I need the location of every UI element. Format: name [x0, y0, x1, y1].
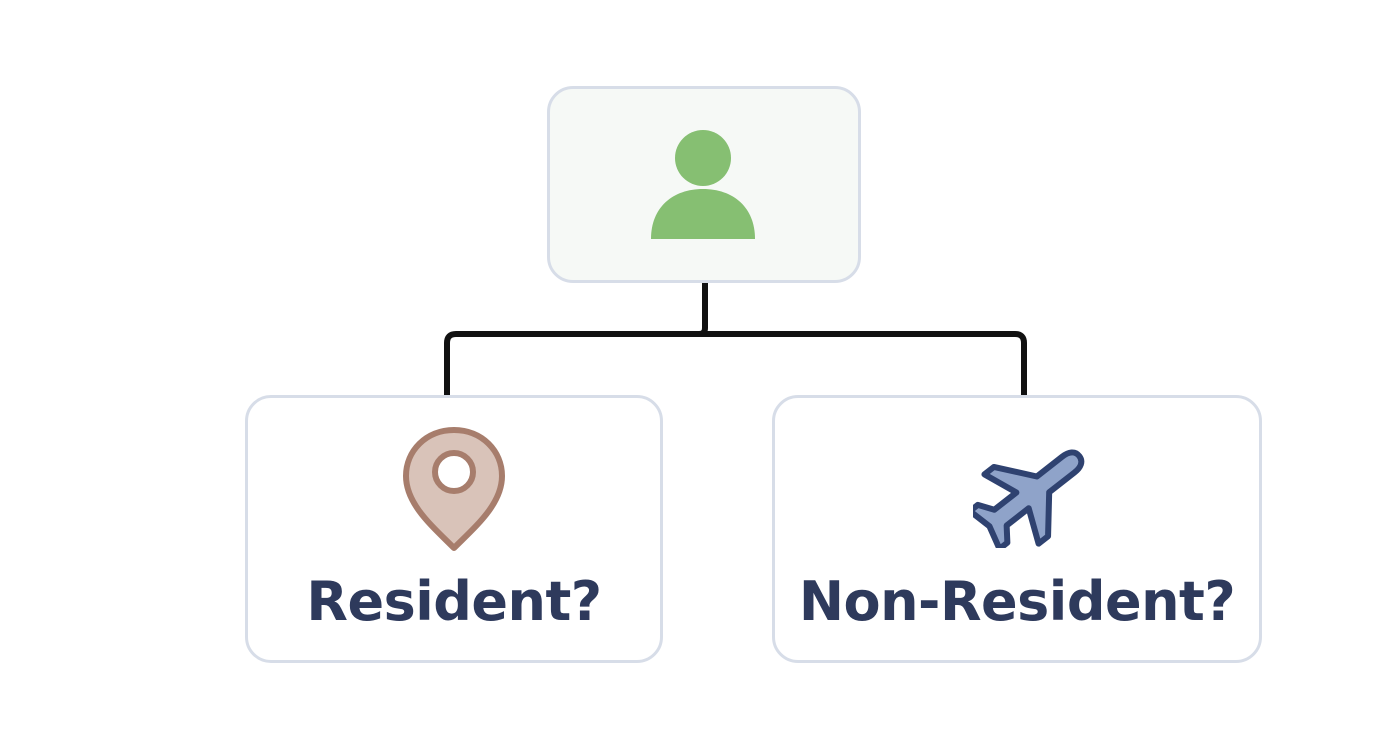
connector-right-branch: [705, 331, 1027, 395]
connector-left-branch: [444, 331, 705, 395]
airplane-icon: [973, 449, 1085, 548]
non-resident-node: Non-Resident?: [772, 395, 1262, 663]
resident-label: Resident?: [306, 570, 602, 633]
resident-node: Resident?: [245, 395, 663, 663]
connector-trunk: [696, 280, 708, 337]
non-resident-label: Non-Resident?: [798, 570, 1236, 633]
root-node: [547, 86, 861, 283]
map-pin-icon: [403, 427, 505, 551]
person-icon: [651, 129, 755, 239]
